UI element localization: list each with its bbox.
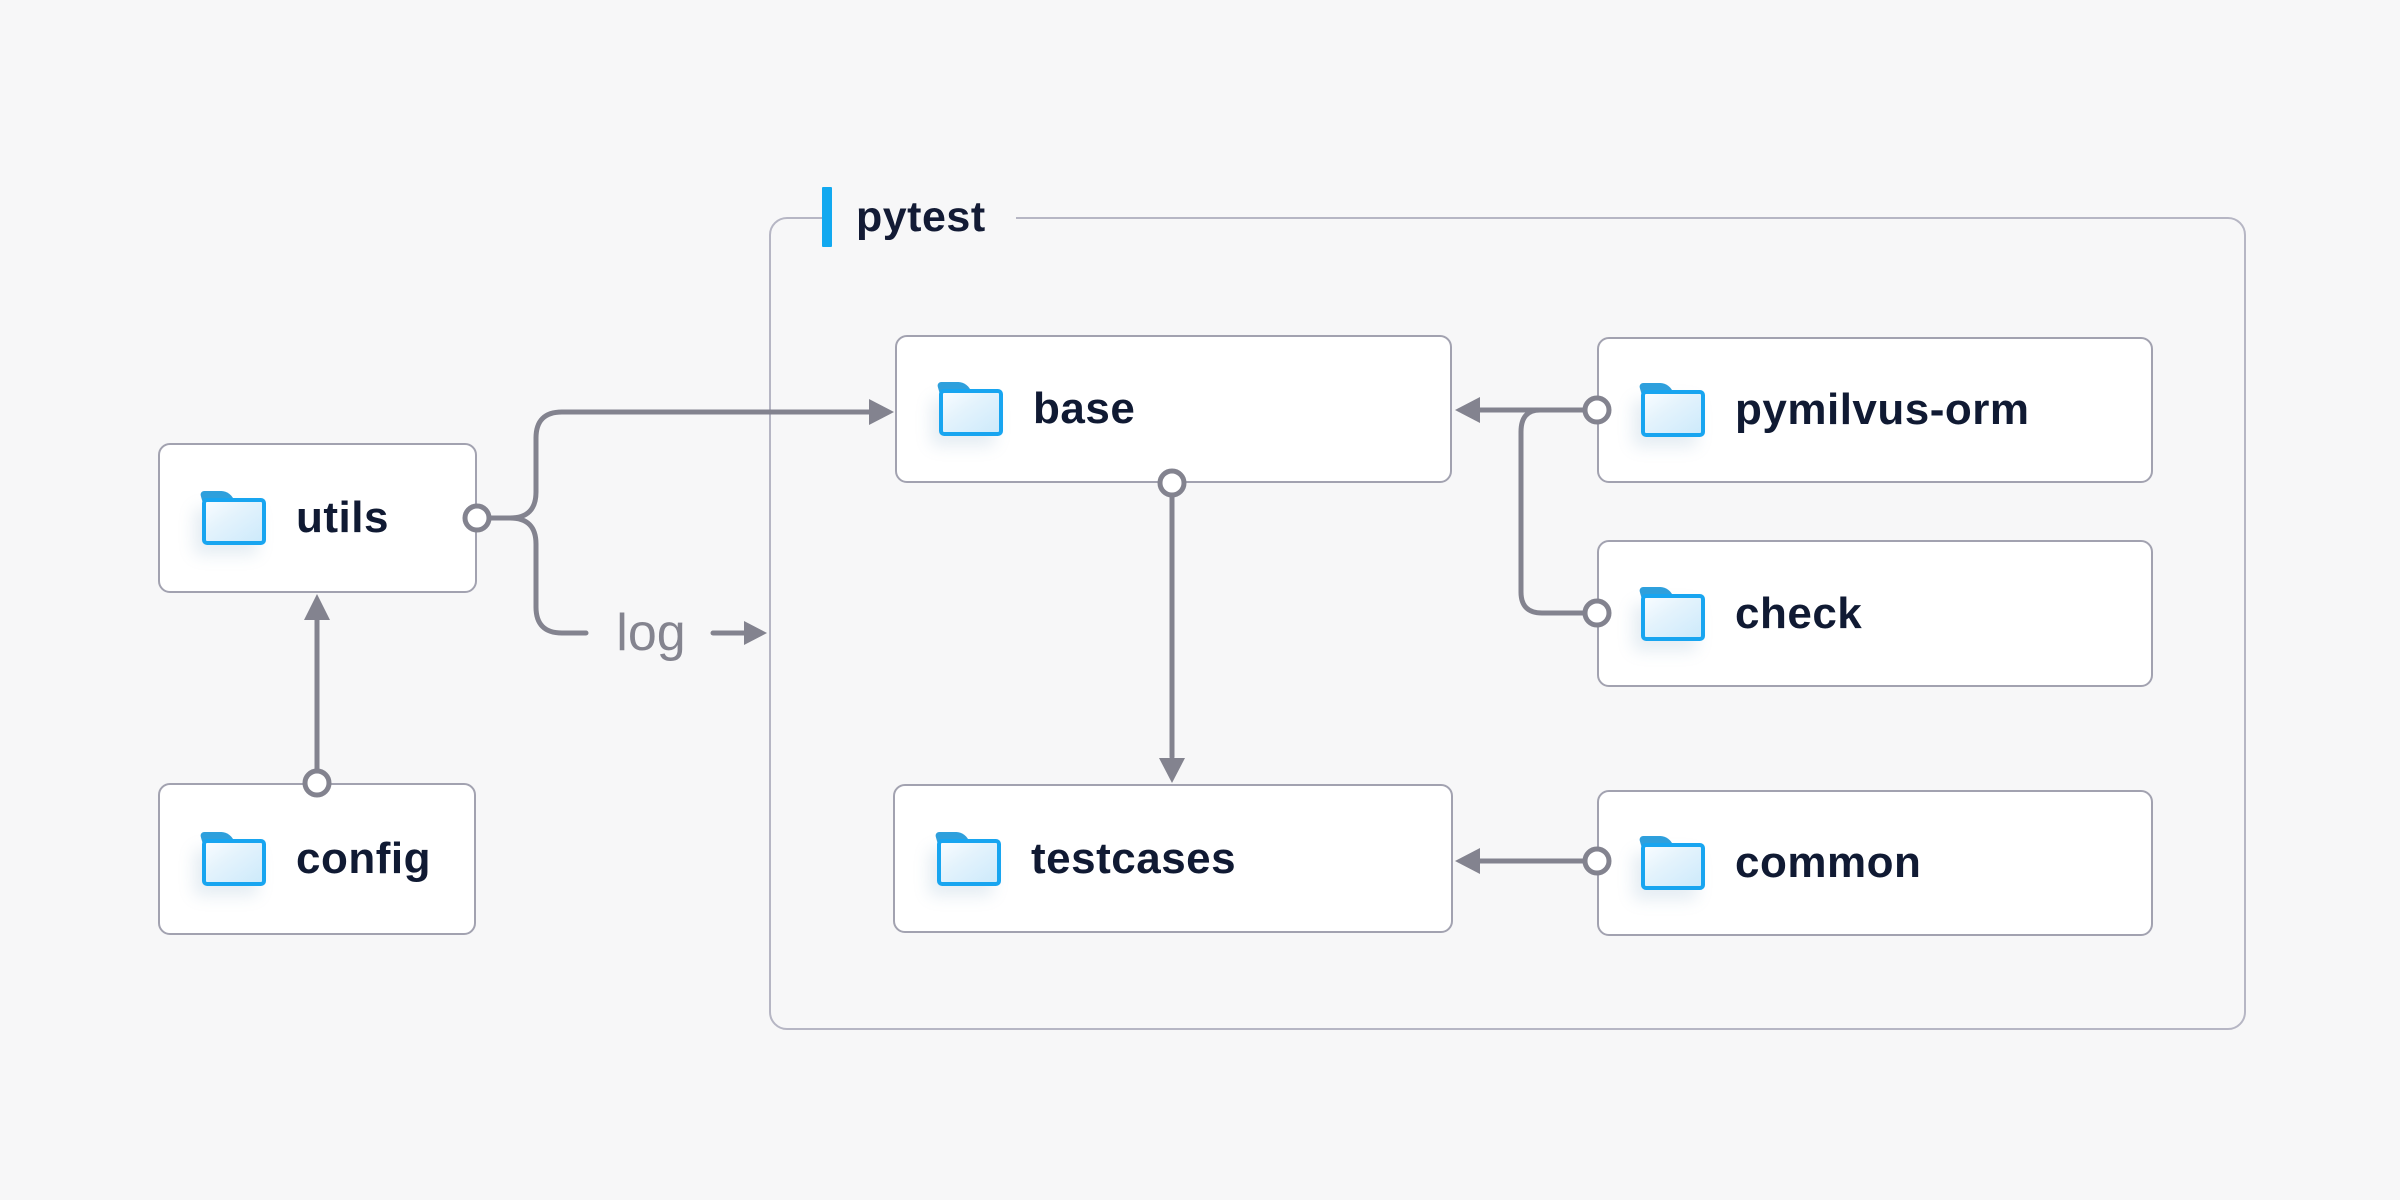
node-label: config <box>296 834 431 883</box>
node-label: base <box>1033 384 1136 433</box>
folder-icon <box>1638 586 1705 641</box>
node-check[interactable]: check <box>1597 540 2153 687</box>
node-config[interactable]: config <box>158 783 476 935</box>
node-label: testcases <box>1031 833 1237 883</box>
port-config-top <box>302 768 332 798</box>
folder-icon <box>1638 383 1705 437</box>
port-utils-right <box>462 503 492 533</box>
arrowhead-into-testcases-top <box>1159 758 1185 783</box>
arrowhead-log <box>744 621 767 645</box>
accent-bar <box>822 187 832 247</box>
folder-icon <box>934 831 1001 886</box>
edge-check-base <box>1518 407 1586 616</box>
node-label: utils <box>296 493 389 542</box>
arrowhead-into-base-right <box>1455 397 1480 423</box>
folder-icon <box>1638 836 1705 890</box>
node-utils[interactable]: utils <box>158 443 477 593</box>
node-testcases[interactable]: testcases <box>893 784 1453 933</box>
pytest-container <box>769 217 2246 1030</box>
port-check-left <box>1582 598 1612 628</box>
edge-utils-base <box>486 409 872 521</box>
arrowhead-into-testcases-right <box>1455 848 1480 874</box>
port-base-bottom <box>1157 468 1187 498</box>
log-label: log <box>616 604 686 662</box>
node-label: check <box>1735 588 1863 638</box>
node-pymilvus-orm[interactable]: pymilvus-orm <box>1597 337 2153 483</box>
port-pymilvus-left <box>1582 395 1612 425</box>
folder-icon <box>199 491 266 545</box>
pytest-container-label: pytest <box>822 183 1016 251</box>
edge-utils-log <box>507 515 589 636</box>
node-label: pymilvus-orm <box>1735 385 2030 434</box>
node-label: common <box>1735 838 1922 887</box>
node-base[interactable]: base <box>895 335 1452 483</box>
arrowhead-into-base-left <box>869 399 894 425</box>
port-common-left <box>1582 846 1612 876</box>
pytest-label-text: pytest <box>856 192 986 241</box>
node-common[interactable]: common <box>1597 790 2153 936</box>
folder-icon <box>936 382 1003 436</box>
folder-icon <box>199 832 266 886</box>
arrowhead-into-utils <box>304 594 330 620</box>
